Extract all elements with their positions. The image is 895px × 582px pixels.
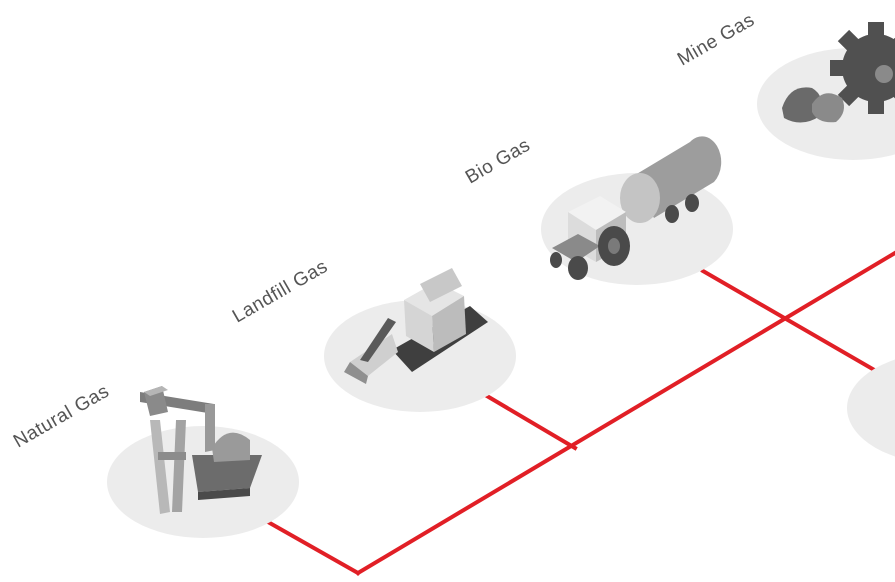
mine-gas-label: Mine Gas [674, 9, 758, 70]
pipeline-main [355, 250, 895, 576]
landfill-gas-label: Landfill Gas [229, 256, 332, 327]
pipeline-natural-gas-branch [265, 519, 361, 576]
mining-gear-icon [782, 22, 895, 123]
pipeline-network [265, 250, 895, 576]
pipeline-landfill-gas-branch [484, 393, 578, 451]
natural-gas-label: Natural Gas [10, 381, 113, 453]
tractor-tanker-icon [550, 136, 722, 280]
skid-steer-loader-icon [344, 268, 488, 384]
tanker-trailer [620, 136, 722, 223]
pipeline-bio-gas-branch [700, 268, 895, 385]
tractor [550, 196, 630, 280]
bio-gas-label: Bio Gas [462, 135, 534, 189]
fifth-platform [847, 359, 895, 457]
coal-lumps [782, 87, 844, 123]
gear [830, 22, 895, 114]
pumpjack-icon [140, 386, 262, 514]
